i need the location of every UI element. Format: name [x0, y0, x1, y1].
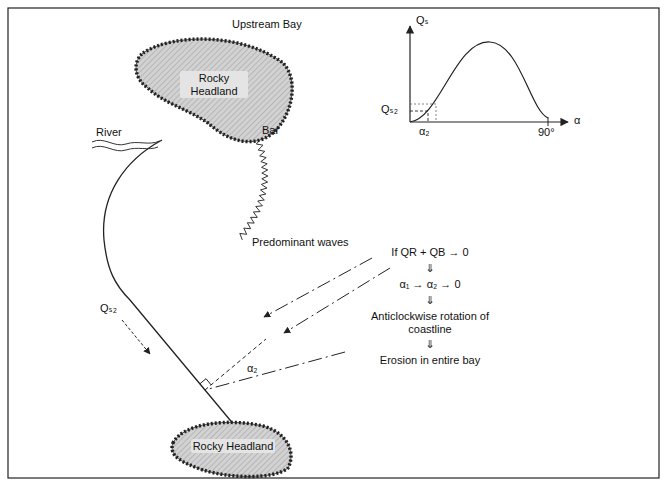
right-angle-mark — [200, 379, 211, 385]
map-label: Bar — [262, 124, 279, 137]
frame-border — [8, 8, 659, 478]
transport-curve — [410, 42, 548, 122]
bar-zigzag — [240, 139, 268, 240]
rocky-headland: Rocky Headland — [168, 418, 298, 480]
note-text: ⇓ — [370, 262, 490, 275]
axis-label: α — [574, 114, 580, 127]
wave-ray — [284, 268, 390, 333]
map-label: Qₛ₂ — [100, 302, 117, 315]
x-axis — [410, 121, 568, 122]
axis-tick — [548, 117, 549, 126]
map-label: River — [96, 126, 122, 139]
note-text: If QR + QB → 0 — [370, 246, 490, 259]
map-label: Predominant waves — [252, 236, 349, 249]
coast-normal — [205, 339, 266, 390]
note-text: ⇓ — [370, 294, 490, 307]
wave-ray — [205, 352, 345, 390]
headland-label: Rocky Headland — [191, 439, 276, 454]
title-text: Upstream Bay — [232, 18, 302, 30]
axis-label: Qₛ — [416, 14, 429, 27]
rock-edge — [136, 39, 292, 142]
axis-label: α₂ — [419, 125, 430, 138]
coastline — [104, 140, 240, 432]
headland-fill — [136, 39, 292, 142]
guide-line — [410, 111, 428, 122]
headland-fill — [172, 422, 291, 476]
transport-arrow — [122, 320, 150, 354]
rock-edge — [172, 422, 291, 476]
axis-label: 90° — [538, 126, 555, 139]
guide-line — [410, 104, 436, 122]
wave-ray — [264, 258, 372, 317]
note-text: Anticlockwise rotation of coastline — [365, 310, 495, 336]
river-bank — [92, 140, 160, 145]
note-text: α₁ → α₂ → 0 — [370, 278, 490, 291]
y-axis — [409, 26, 410, 122]
axis-label: Qₛ₂ — [381, 103, 398, 116]
note-text: ⇓ — [370, 338, 490, 351]
headland-label: Rocky Headland — [180, 71, 248, 98]
map-label: α₂ — [247, 362, 258, 375]
note-text: Erosion in entire bay — [360, 354, 500, 367]
bar-zigzag — [240, 139, 268, 240]
